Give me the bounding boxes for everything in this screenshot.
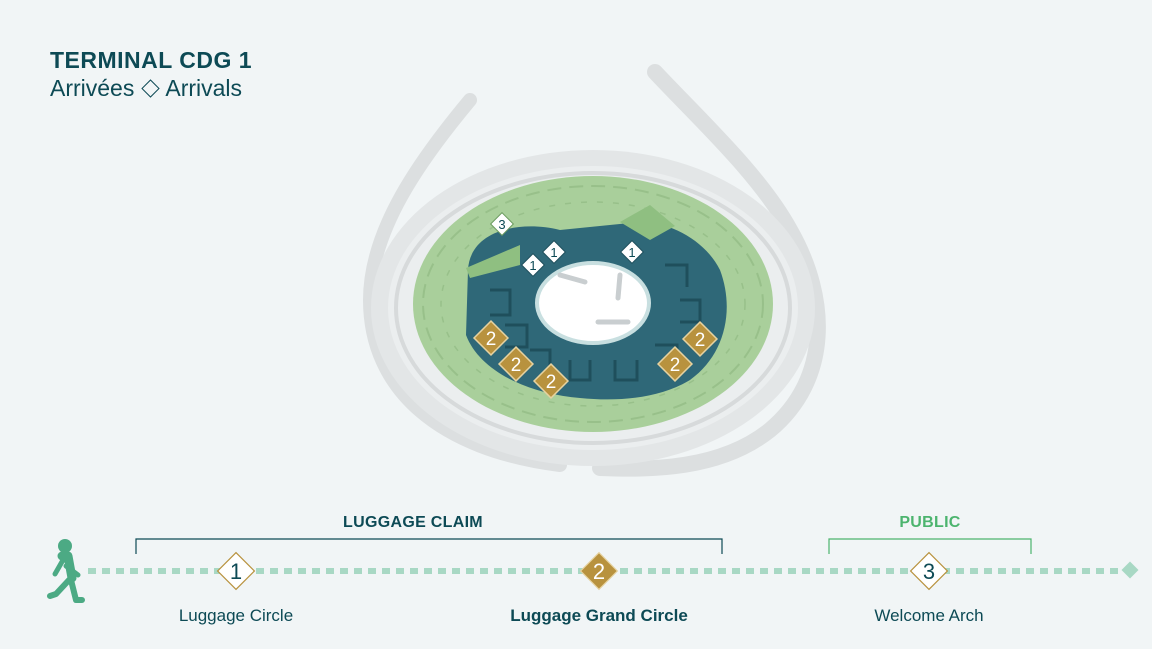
svg-text:1: 1	[550, 245, 557, 260]
arrivals-subtitle: Arrivées Arrivals	[50, 74, 252, 102]
svg-text:2: 2	[670, 355, 681, 376]
svg-text:1: 1	[628, 245, 635, 260]
map-marker-1[interactable]: 1	[619, 239, 645, 265]
luggage-claim-label: LUGGAGE CLAIM	[343, 514, 483, 531]
svg-text:2: 2	[593, 559, 605, 584]
map-marker-1[interactable]: 1	[541, 239, 567, 265]
subtitle-fr: Arrivées	[50, 75, 135, 101]
subtitle-en: Arrivals	[165, 75, 243, 101]
map-marker-2[interactable]: 2	[497, 345, 535, 383]
map-marker-1[interactable]: 1	[520, 252, 546, 278]
svg-text:3: 3	[498, 217, 505, 232]
luggage-claim-bracket	[135, 538, 723, 554]
page-title: TERMINAL CDG 1 Arrivées Arrivals	[50, 46, 252, 102]
svg-text:2: 2	[486, 329, 497, 350]
step-3-label: Welcome Arch	[874, 606, 984, 625]
timeline: 1 2 3	[47, 538, 1139, 603]
svg-text:2: 2	[511, 355, 522, 376]
map-marker-2[interactable]: 2	[472, 319, 510, 357]
svg-text:3: 3	[923, 559, 935, 584]
map-marker-2[interactable]: 2	[532, 362, 570, 400]
map-marker-3[interactable]: 3	[489, 211, 515, 237]
step-3-marker[interactable]: 3	[909, 551, 949, 591]
terminal-title: TERMINAL CDG 1	[50, 47, 253, 73]
step-2-marker[interactable]: 2	[579, 551, 619, 591]
step-1-marker[interactable]: 1	[216, 551, 256, 591]
map-marker-2[interactable]: 2	[681, 320, 719, 358]
public-label: PUBLIC	[899, 514, 961, 531]
svg-text:1: 1	[230, 559, 242, 584]
svg-text:1: 1	[529, 258, 536, 273]
step-1-label: Luggage Circle	[178, 606, 294, 625]
step-2-label: Luggage Grand Circle	[510, 606, 688, 625]
svg-text:2: 2	[695, 330, 706, 351]
timeline-end-diamond-icon	[1121, 561, 1139, 579]
public-bracket	[828, 538, 1032, 554]
map-marker-2[interactable]: 2	[656, 345, 694, 383]
map-markers: 1 1 1 2 2 2 2	[472, 211, 719, 400]
svg-text:2: 2	[546, 372, 557, 393]
walking-person-icon	[47, 539, 85, 603]
